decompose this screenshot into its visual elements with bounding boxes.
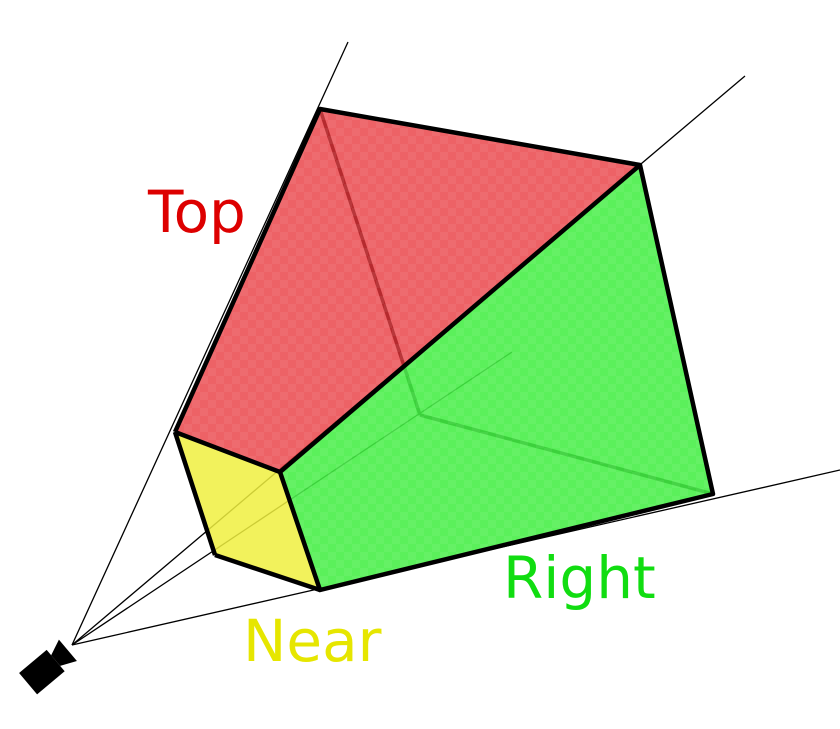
edge-near-bottom-visible [214,552,321,593]
edge-top-right-diagonal [278,163,642,474]
near-face-label: Near [243,607,382,675]
visible-edges [172,106,716,593]
camera-body [19,649,65,695]
right-face-label: Right [503,544,656,612]
near-face-fill [175,432,320,590]
top-face [175,109,640,472]
top-face-label: Top [147,178,246,246]
ray-top-left [71,41,349,646]
right-face [280,165,713,590]
edge-near-left-visible [172,431,218,556]
camera-lens [51,639,77,666]
camera-icon [19,639,77,695]
near-face [175,432,320,590]
right-face-texture [280,165,713,590]
top-face-texture [175,109,640,472]
